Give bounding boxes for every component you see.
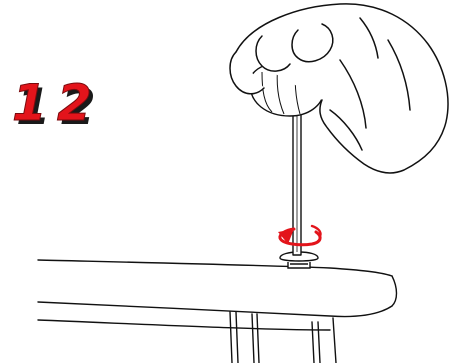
hand — [230, 4, 448, 173]
table-leg-2-inner — [257, 314, 259, 363]
table-top-upper-edge — [38, 260, 392, 276]
table-leg-3-inner — [318, 322, 320, 363]
table-leg-1 — [230, 312, 232, 363]
table-leg-3 — [312, 322, 314, 363]
table — [38, 260, 397, 363]
step-number-1: 1 — [12, 74, 47, 132]
table-leg-1-inner — [236, 312, 238, 363]
table-top-side — [392, 276, 397, 306]
step-numbers: 1 1 2 2 — [12, 74, 96, 136]
step-number-2: 2 — [57, 74, 92, 132]
table-leg-2 — [252, 314, 254, 363]
table-leg-4 — [333, 318, 336, 363]
table-top-underside — [38, 320, 330, 330]
bolt-thread — [288, 262, 310, 268]
table-top-lower-edge — [38, 302, 392, 317]
